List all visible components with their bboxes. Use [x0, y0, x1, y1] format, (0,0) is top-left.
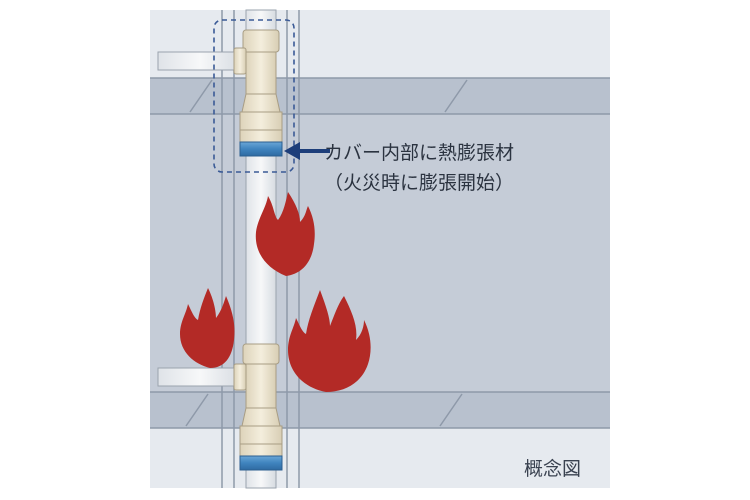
- cover-highlight-outline: [213, 19, 295, 173]
- callout-line-2: （火災時に膨張開始）: [324, 172, 515, 194]
- callout-line-1: カバー内部に熱膨張材: [324, 142, 515, 164]
- lower-intumescent-band: [239, 455, 283, 471]
- lower-branch-pipe: [157, 367, 243, 387]
- upper-branch-pipe: [157, 51, 243, 71]
- upper-intumescent-band: [239, 141, 283, 157]
- flame-icon: [288, 290, 371, 392]
- diagram-caption: 概念図: [524, 458, 582, 480]
- flame-icon: [255, 192, 315, 276]
- callout-text: カバー内部に熱膨張材 （火災時に膨張開始）: [324, 138, 514, 198]
- flame-icon: [180, 288, 235, 368]
- upper-tee-fitting: [233, 29, 283, 143]
- arrow-left-icon: [284, 142, 330, 160]
- lower-floor-slab: [150, 391, 610, 429]
- upper-floor-slab: [150, 77, 610, 115]
